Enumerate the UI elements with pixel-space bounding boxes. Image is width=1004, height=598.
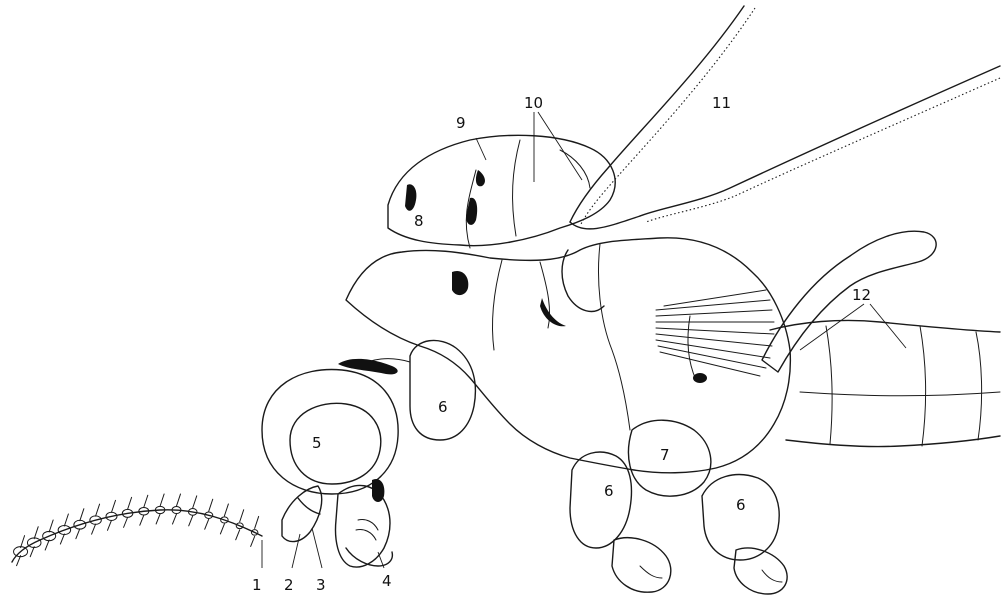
antenna-seta <box>17 556 21 566</box>
antenna-seta <box>156 514 160 524</box>
antenna-seta <box>176 494 180 506</box>
leader-lines <box>262 112 906 568</box>
antenna-seta <box>34 527 38 539</box>
antenna-seta <box>240 510 244 522</box>
antenna-seta <box>21 536 25 548</box>
mouthparts <box>282 479 392 567</box>
label-5: 5 <box>312 434 322 452</box>
antenna-seta <box>107 520 111 530</box>
antenna-seta <box>224 504 228 516</box>
forceps-instrument <box>570 6 1000 229</box>
antenna-seta <box>96 504 100 516</box>
label-12: 12 <box>852 286 871 304</box>
antenna-seta <box>92 524 96 534</box>
antenna-seta <box>205 519 209 529</box>
leg-hind <box>702 475 787 594</box>
antenna-seta <box>64 514 68 526</box>
antenna-seta <box>255 516 259 528</box>
labels: 1 2 3 4 5 6 6 6 6 7 8 9 10 11 12 <box>252 94 871 594</box>
antenna-seta <box>220 524 224 534</box>
antenna-seta <box>160 494 164 506</box>
label-1: 1 <box>252 576 262 594</box>
antenna-seta <box>193 496 197 508</box>
antenna-seta <box>209 499 213 511</box>
label-7: 7 <box>660 446 670 464</box>
antenna-seta <box>236 530 240 540</box>
label-6a: 6 <box>438 398 448 416</box>
label-8: 8 <box>414 212 424 230</box>
antenna-seta <box>30 547 34 557</box>
label-10: 10 <box>524 94 543 112</box>
label-11: 11 <box>712 94 731 112</box>
antenna-seta <box>45 540 49 550</box>
label-6c: 6 <box>736 496 746 514</box>
antenna-seta <box>124 517 128 527</box>
label-3: 3 <box>316 576 326 594</box>
antenna-seta <box>128 497 132 509</box>
antenna <box>12 494 262 566</box>
antenna-seta <box>80 509 84 521</box>
antenna-seta <box>189 516 193 526</box>
antenna-seta <box>172 514 176 524</box>
antenna-seta <box>251 536 255 546</box>
head-capsule <box>388 135 615 248</box>
antenna-seta <box>76 529 80 539</box>
label-2: 2 <box>284 576 294 594</box>
bristle-tuft <box>656 290 774 376</box>
wing-process <box>762 231 936 372</box>
antenna-seta <box>49 520 53 532</box>
antenna-seta <box>60 534 64 544</box>
compound-eye <box>262 370 398 495</box>
thorax <box>338 238 790 473</box>
abdomen <box>770 320 1000 446</box>
coxa <box>628 420 710 496</box>
antenna-seta <box>144 495 148 507</box>
antenna-seta <box>140 515 144 525</box>
label-9: 9 <box>456 114 466 132</box>
label-6b: 6 <box>604 482 614 500</box>
label-4: 4 <box>382 572 392 590</box>
antenna-seta <box>111 500 115 512</box>
